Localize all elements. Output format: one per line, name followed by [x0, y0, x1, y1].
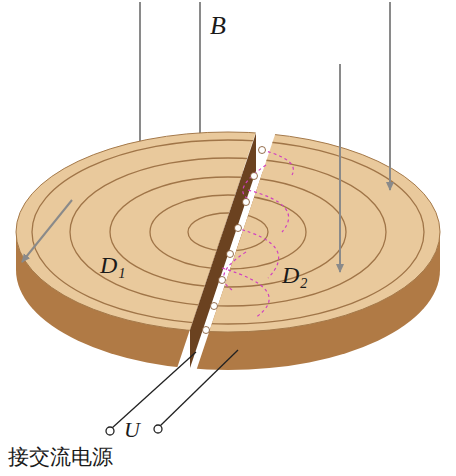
field-label: B [210, 12, 226, 41]
dee-label: D₁ [100, 252, 126, 278]
voltage-label: U [124, 418, 140, 442]
dee-label: D₂ [282, 262, 308, 288]
source-note: 接交流电源 [8, 446, 113, 469]
